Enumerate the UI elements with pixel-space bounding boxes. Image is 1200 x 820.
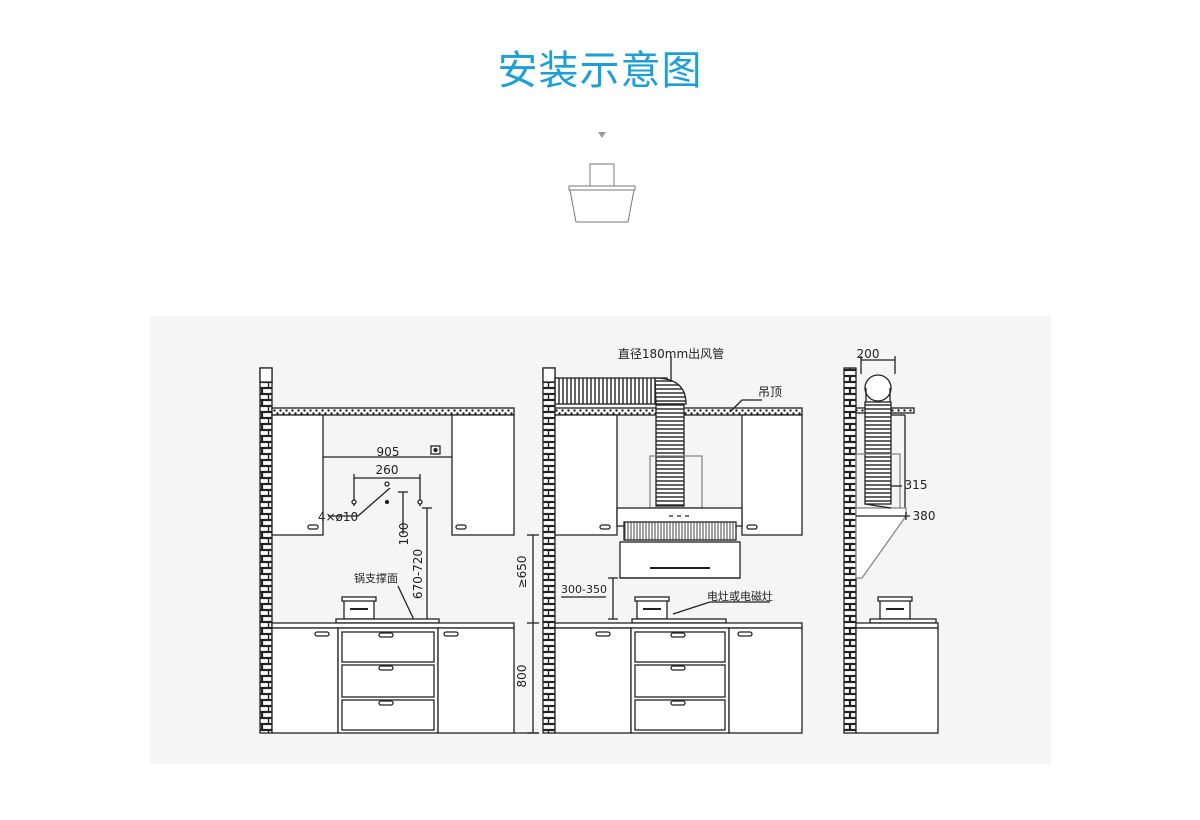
dim-300-350: 300-350	[561, 583, 607, 596]
range-hood-icon	[568, 132, 636, 223]
base-cabinet-right	[437, 627, 515, 734]
dim-650: ≥650	[515, 556, 529, 589]
upper-cabinet-right	[741, 414, 803, 536]
countertop	[554, 622, 803, 629]
dim-200: 200	[857, 347, 880, 361]
base-cabinet-left	[554, 627, 632, 734]
duct-vertical	[655, 403, 685, 507]
upper-cabinet-left	[554, 414, 618, 536]
brick-wall	[843, 367, 857, 734]
drawer-stack	[337, 627, 439, 734]
ceiling-slab	[271, 407, 515, 416]
stove-label: 电灶或电磁灶	[707, 590, 773, 603]
upper-cabinet-left	[271, 414, 324, 536]
page-title: 安装示意图	[497, 48, 703, 94]
base-cabinet-right	[728, 627, 803, 734]
base-cabinet-side	[855, 627, 939, 734]
duct-outlet	[864, 374, 892, 402]
front-view-dimensions	[259, 367, 539, 734]
installation-diagram: 905 260 4×ø10 100 670-720 ≥650 800 锅支撑面	[259, 346, 939, 734]
dim-315: 315	[905, 478, 928, 492]
duct-horizontal	[554, 377, 668, 405]
installation-diagram-panel: 905 260 4×ø10 100 670-720 ≥650 800 锅支撑面	[150, 316, 1051, 764]
brick-wall	[259, 367, 273, 734]
drawer-stack	[630, 627, 730, 734]
base-cabinet-left	[271, 627, 339, 734]
dim-380: 380	[913, 509, 936, 523]
front-view-1-labels: 905 260 4×ø10 100 670-720 ≥650 800 锅支撑面	[318, 445, 529, 687]
hood-panel	[619, 541, 741, 579]
upper-cabinet-right	[451, 414, 515, 536]
side-view	[843, 356, 939, 734]
dim-100: 100	[397, 523, 411, 546]
ceiling-label: 吊顶	[758, 385, 782, 399]
dim-800: 800	[515, 665, 529, 688]
duct-label: 直径180mm出风管	[618, 346, 724, 361]
countertop	[855, 622, 939, 629]
hole-spec: 4×ø10	[318, 510, 358, 524]
front-view-hood	[542, 356, 803, 734]
dim-260: 260	[376, 463, 399, 477]
dim-905: 905	[377, 445, 400, 459]
side-view-labels: 200 315 380	[857, 347, 936, 523]
duct-vertical	[864, 401, 892, 505]
front-view-2-labels: 直径180mm出风管 吊顶 300-350 电灶或电磁灶	[561, 346, 782, 603]
hood-body-side	[855, 507, 907, 579]
brick-wall	[542, 367, 556, 734]
dim-670-720: 670-720	[411, 549, 425, 599]
countertop	[271, 622, 515, 629]
pan-support-label: 锅支撑面	[354, 571, 398, 585]
